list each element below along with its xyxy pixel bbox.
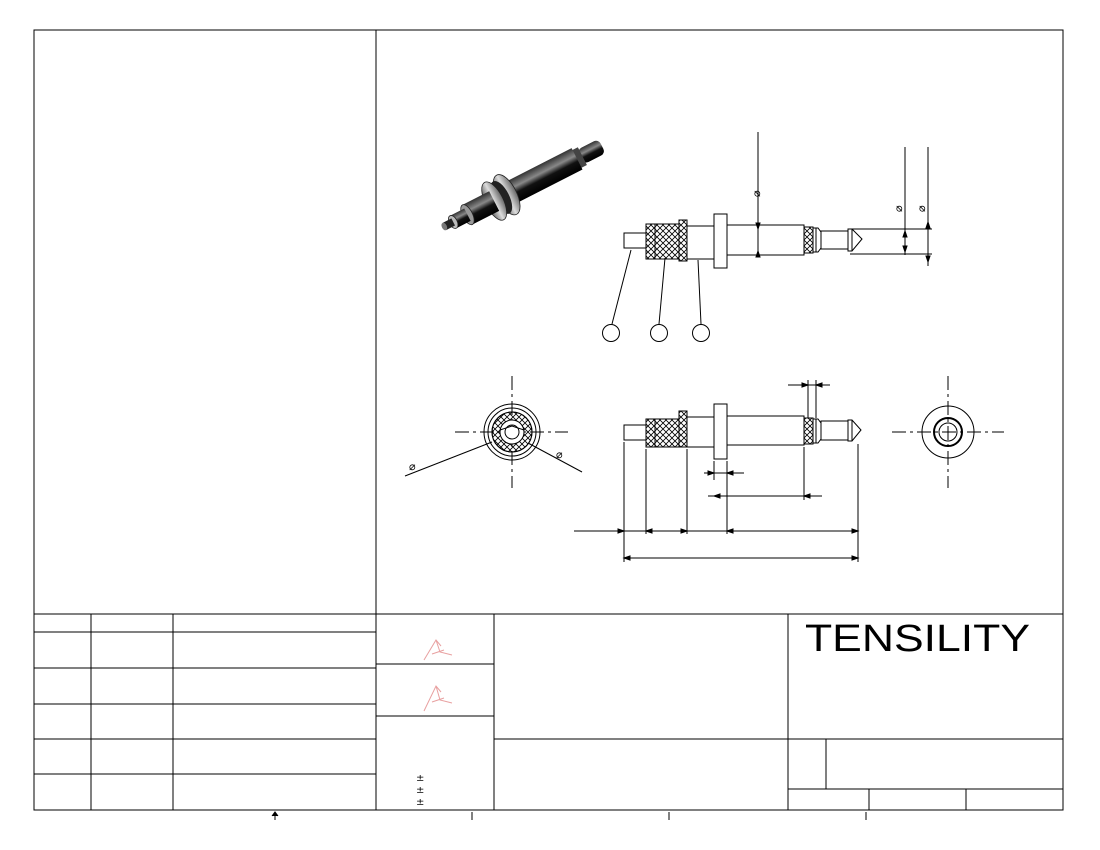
diameter-symbol: ⌀	[556, 448, 563, 461]
diameter-symbol: ⌀	[915, 205, 928, 212]
item-balloon-2	[650, 324, 668, 342]
tolerance-symbol: ±	[416, 785, 424, 796]
revision-table	[34, 614, 376, 810]
diameter-symbol: ⌀	[409, 460, 416, 473]
title-block	[376, 614, 1063, 810]
diameter-symbol: ⌀	[750, 190, 763, 197]
tolerance-symbol: ±	[416, 773, 424, 784]
company-logo: TENSILITY	[805, 618, 1030, 660]
tolerance-symbol: ±	[416, 797, 424, 808]
item-balloons	[602, 324, 710, 342]
end-view-left	[404, 376, 583, 488]
side-view-top	[611, 132, 932, 325]
end-view-right	[892, 376, 1004, 488]
diameter-symbol: ⌀	[892, 205, 905, 212]
item-balloon-1	[602, 324, 620, 342]
item-balloon-3	[692, 324, 710, 342]
zone-markers	[271, 811, 867, 820]
sheet-border	[33, 29, 1064, 811]
approval-signature-icon	[423, 639, 453, 661]
side-view-bottom	[574, 380, 862, 562]
approval-signature-icon	[423, 685, 453, 712]
isometric-view	[441, 140, 604, 231]
